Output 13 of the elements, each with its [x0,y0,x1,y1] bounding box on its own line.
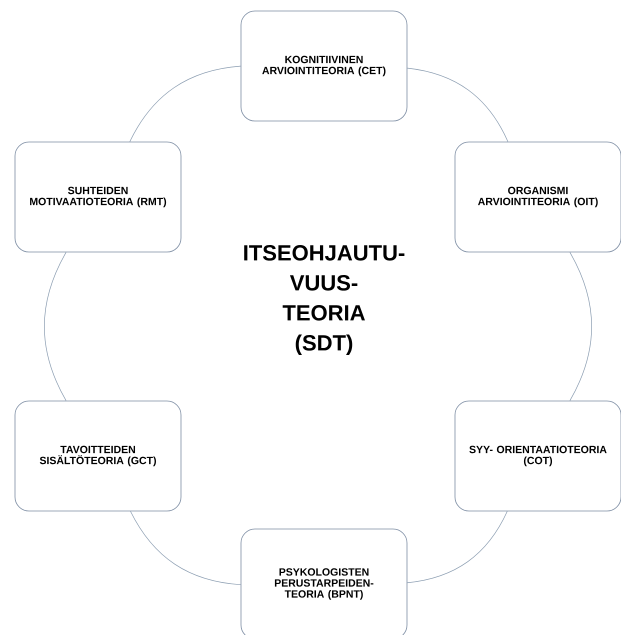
center-title: ITSEOHJAUTU- VUUS- TEORIA (SDT) [244,245,404,355]
ring-arc [129,66,241,142]
theory-box: KOGNITIIVINEN ARVIOINTITEORIA (CET) [240,10,408,122]
theory-box: PSYKOLOGISTEN PERUSTARPEIDEN- TEORIA (BPNT) [240,528,408,635]
theory-box: SUHTEIDEN MOTIVAATIOTEORIA (RMT) [14,142,182,252]
theory-box: TAVOITTEIDEN SISÄLTÖTEORIA (GCT) [14,400,182,512]
ring-arc [130,511,241,586]
ring-arc [407,511,508,584]
theory-box: SYY- ORIENTAATIOTEORIA (COT) [454,400,621,512]
ring-arc [44,252,66,401]
ring-arc [407,68,508,142]
theory-box: ORGANISMI ARVIOINTITEORIA (OIT) [454,142,621,252]
ring-arc [570,252,592,401]
